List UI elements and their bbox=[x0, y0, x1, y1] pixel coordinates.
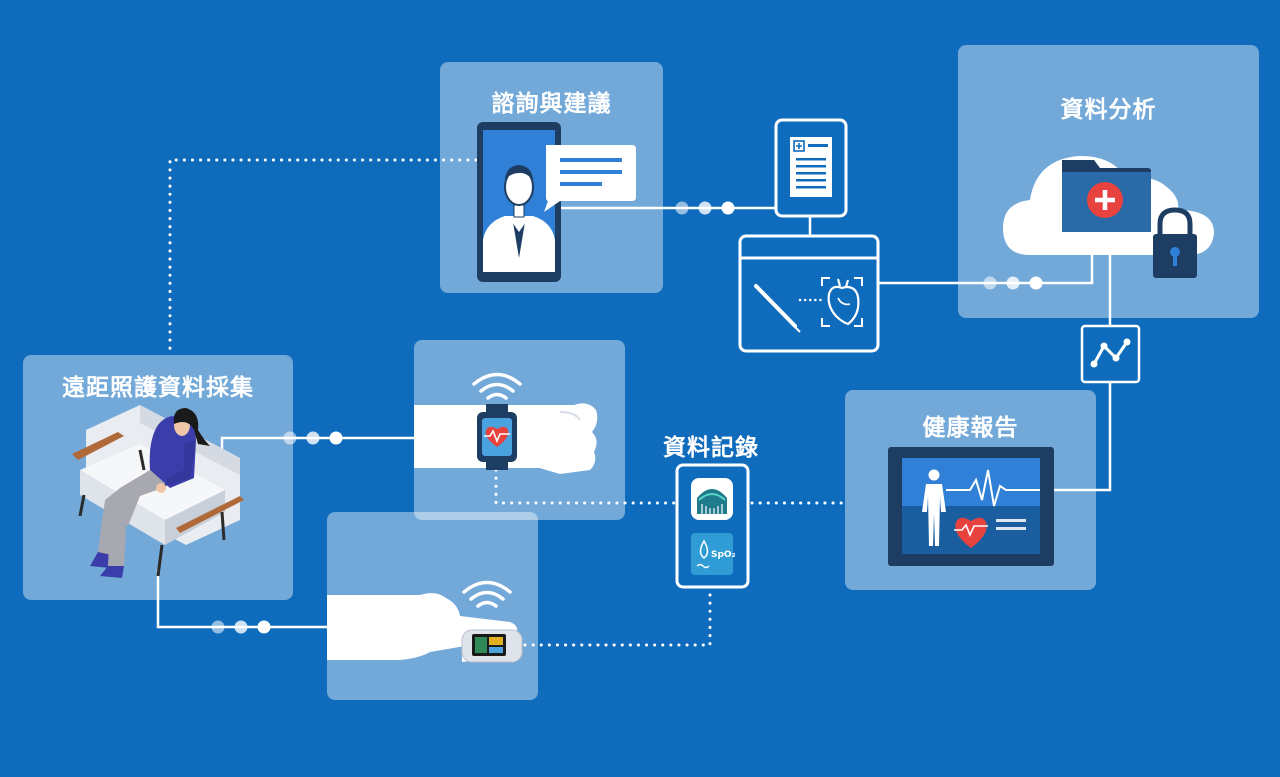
dotted-connector-oximeter-phone bbox=[523, 586, 712, 647]
health-report-title: 健康報告 bbox=[922, 415, 1019, 441]
connector-monitor-cloud bbox=[876, 250, 1094, 285]
connectors bbox=[156, 158, 1112, 647]
health-monitor-screen-icon bbox=[888, 447, 1054, 566]
dotted-connector-consult-collection bbox=[168, 158, 478, 357]
trend-chart-icon bbox=[1080, 324, 1141, 384]
consultation-title: 諮詢與建議 bbox=[491, 91, 612, 117]
wifi-signal-icon-2 bbox=[462, 580, 512, 608]
person-on-sofa-icon bbox=[72, 405, 244, 578]
remote-collection-title: 遠距照護資料採集 bbox=[62, 375, 254, 401]
smartwatch-heart-icon bbox=[414, 403, 598, 474]
analysis-title: 資料分析 bbox=[1060, 97, 1157, 123]
data-record-title: 資料記錄 bbox=[663, 435, 759, 461]
medical-record-tablet-icon bbox=[774, 118, 848, 218]
connector-collection-watch bbox=[220, 436, 416, 472]
spo2-label: SpO₂ bbox=[711, 550, 736, 560]
phone-apps-icon: SpO₂ bbox=[675, 463, 750, 589]
connector-collection-oximeter bbox=[156, 568, 329, 629]
chat-bubble-icon bbox=[544, 145, 636, 212]
wifi-signal-icon bbox=[472, 372, 522, 400]
connector-chart-report bbox=[1038, 380, 1112, 492]
doctor-video-call-icon bbox=[477, 122, 561, 282]
dot-markers bbox=[211, 201, 1043, 634]
dotted-connector-watch-phone bbox=[494, 468, 678, 505]
padlock-icon bbox=[1153, 207, 1197, 278]
pulse-oximeter-icon bbox=[327, 593, 523, 663]
heart-scan-icon bbox=[738, 234, 880, 353]
